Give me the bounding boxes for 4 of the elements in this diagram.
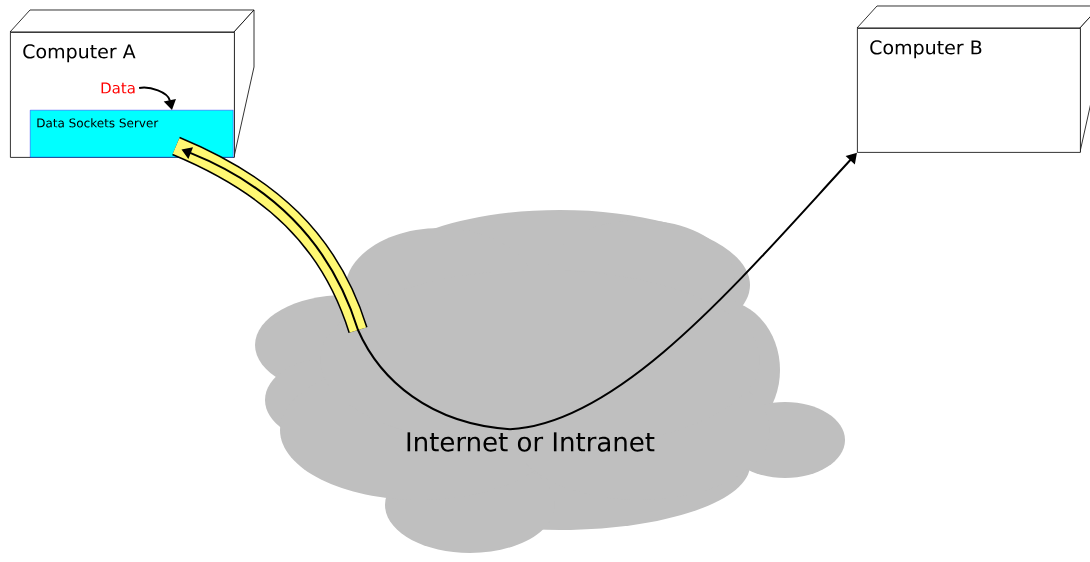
server-box: Data Sockets Server: [30, 110, 234, 158]
computer-box: Computer B: [856, 5, 1090, 153]
arrow: [138, 86, 176, 110]
data-label: Data: [101, 82, 135, 94]
